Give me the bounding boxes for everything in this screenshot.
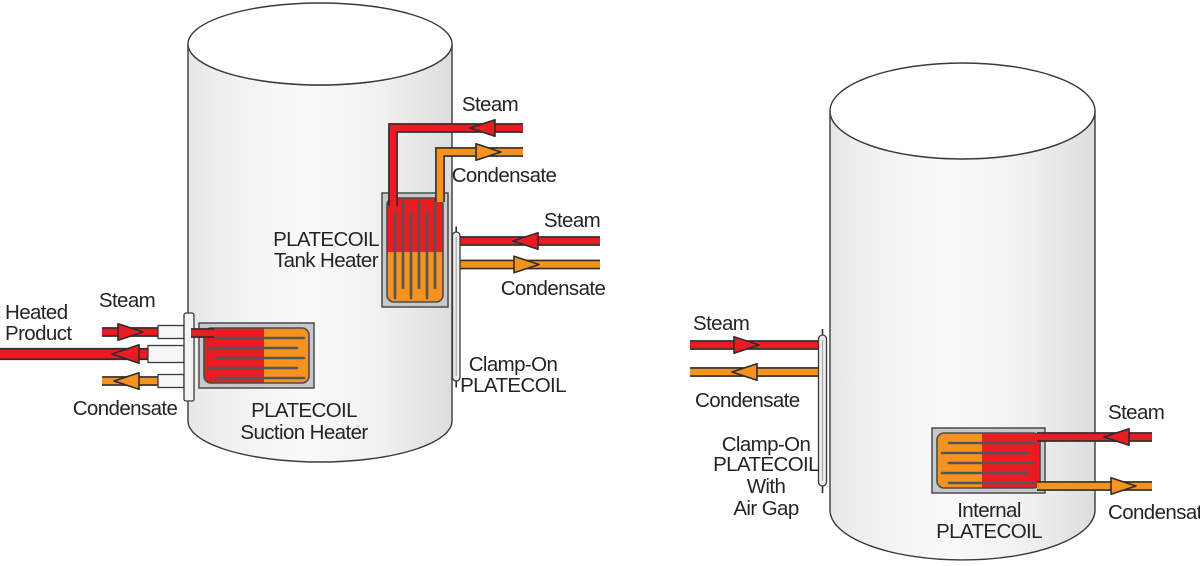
condensate-arrow-right: [1110, 476, 1137, 496]
air-gap-steam-pipe: [690, 335, 820, 355]
heated-product-pipe: [0, 343, 150, 365]
air-gap-condensate-pipe: [690, 362, 820, 382]
internal-title-line2: PLATECOIL: [936, 520, 1042, 543]
platecoil-suction-heater: [198, 322, 315, 389]
air-gap-title-line4: Air Gap: [733, 497, 798, 520]
right-tank-diagram: Steam Condensate Clamp-On PLATECOIL With…: [690, 62, 1200, 561]
steam-arrow-left: [469, 118, 496, 138]
tank-heater-coil-border: [386, 197, 444, 303]
clamp-on-steam-pipe: [459, 231, 600, 251]
condensate-arrow-right: [513, 255, 540, 274]
clamp-on-steam-label: Steam: [544, 209, 600, 232]
tank-heater-coil-condensate-section: [387, 252, 443, 302]
internal-platecoil: [931, 427, 1046, 494]
clamp-on-condensate-pipe: [459, 255, 600, 274]
air-gap-title-line3: With: [747, 475, 786, 498]
platecoil-tank-heater: [381, 192, 449, 308]
internal-condensate-pipe: [1037, 476, 1152, 496]
suction-steam-pipe: [102, 322, 160, 342]
internal-title-line1: Internal: [957, 499, 1021, 522]
left-tank-diagram: Steam Condensate PLATECOIL Tank Heater S…: [0, 2, 606, 463]
product-nozzle: [147, 344, 185, 364]
suction-steam-label: Steam: [99, 289, 155, 312]
heated-product-label-line1: Heated: [5, 301, 68, 324]
clamp-on-title-line1: Clamp-On: [469, 353, 558, 376]
air-gap-condensate-label: Condensate: [695, 389, 800, 412]
steam-arrow-right: [117, 322, 144, 342]
tank-heater-steam-label: Steam: [462, 93, 518, 116]
clamp-on-condensate-label: Condensate: [501, 277, 606, 300]
clamp-on-air-gap-plate: [817, 329, 828, 493]
air-gap-title-line2: PLATECOIL: [713, 453, 819, 476]
right-tank-top-ellipse: [829, 62, 1096, 160]
condensate-arrow-left: [113, 371, 140, 391]
suction-condensate-label: Condensate: [73, 397, 178, 420]
suction-condensate-pipe: [102, 371, 160, 391]
condensate-nozzle: [157, 373, 185, 389]
tank-heater-title-line1: PLATECOIL: [273, 228, 379, 251]
heated-product-label-line2: Product: [5, 322, 72, 345]
tank-heater-coil-channels: [393, 200, 437, 300]
condensate-arrow-left: [731, 362, 758, 382]
air-gap-steam-label: Steam: [693, 312, 749, 335]
internal-steam-pipe: [1037, 427, 1152, 447]
steam-nozzle: [157, 324, 185, 340]
condensate-arrow-right: [475, 142, 502, 162]
tank-heater-steam-pipe: [388, 118, 523, 206]
suction-heater-nozzles: [147, 312, 214, 402]
product-arrow-left: [111, 343, 140, 365]
suction-heater-title-line1: PLATECOIL: [251, 399, 357, 422]
steam-arrow-left: [1103, 427, 1130, 447]
suction-heater-coil-border: [203, 327, 310, 384]
internal-coil-steam-section: [982, 433, 1040, 488]
suction-heater-title-line2: Suction Heater: [240, 421, 368, 444]
clamp-on-platecoil-plate: [451, 226, 461, 388]
internal-coil-border: [936, 432, 1041, 489]
internal-coil-channels: [940, 441, 1037, 485]
steam-arrow-left: [512, 231, 539, 251]
internal-condensate-label: Condensate: [1108, 501, 1200, 524]
tank-heater-condensate-pipe: [435, 142, 523, 202]
internal-steam-label: Steam: [1108, 401, 1164, 424]
clamp-on-title-line2: PLATECOIL: [460, 374, 566, 397]
left-tank-top-ellipse: [187, 2, 453, 86]
tank-heater-title-line2: Tank Heater: [274, 249, 379, 272]
tank-heater-condensate-label: Condensate: [452, 164, 557, 187]
suction-heater-coil-channels: [207, 336, 306, 380]
suction-heater-coil-condensate-section: [264, 328, 309, 383]
steam-arrow-right: [733, 335, 760, 355]
air-gap-title-line1: Clamp-On: [722, 433, 811, 456]
suction-heater-flange: [183, 312, 195, 402]
